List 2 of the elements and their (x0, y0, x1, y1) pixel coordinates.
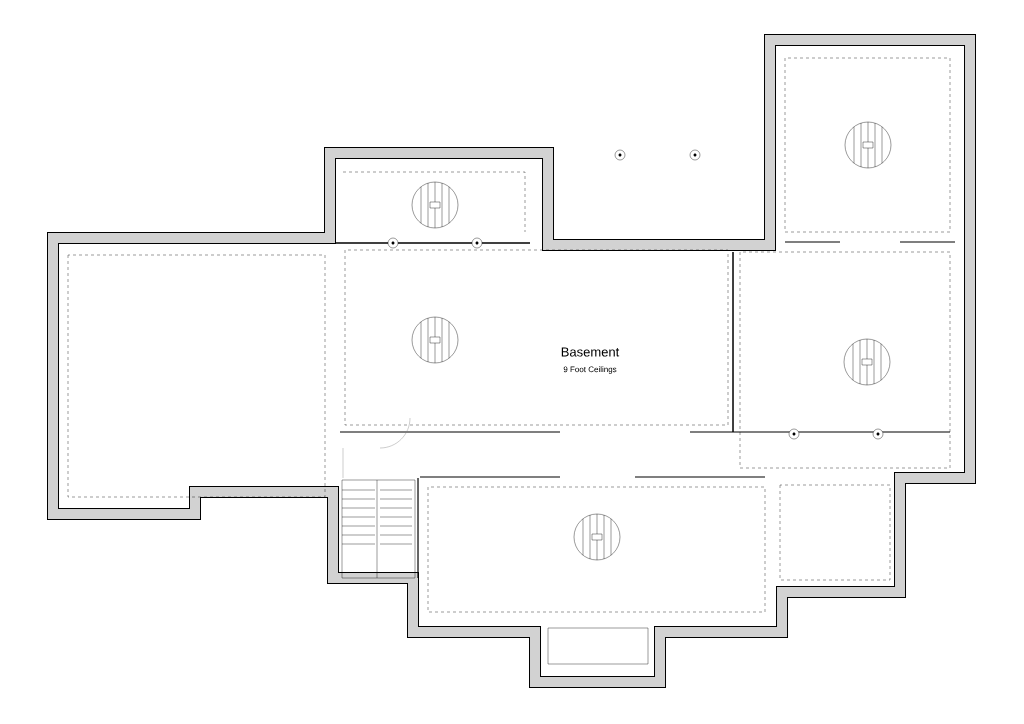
room-label: 9 Foot Ceilings (563, 366, 617, 374)
room-label: Basement (561, 347, 620, 357)
